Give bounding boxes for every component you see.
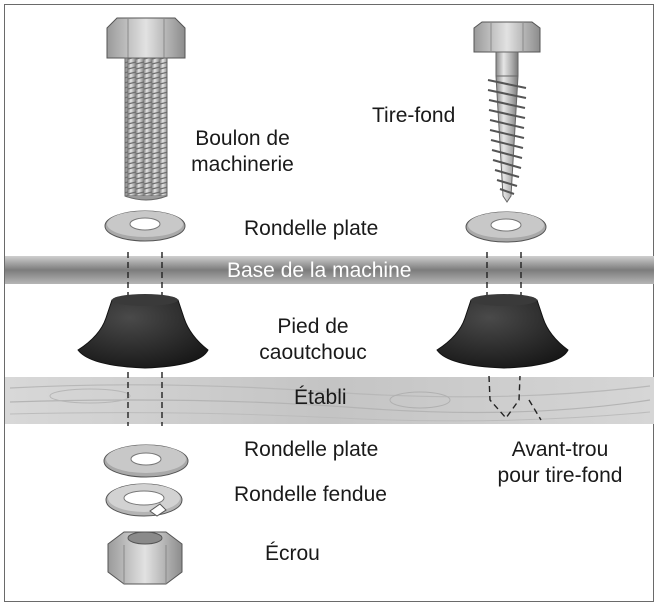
flat-washer-top-left: [104, 210, 186, 242]
label-machine-bolt: Boulon de machinerie: [191, 127, 294, 176]
label-pilot-hole: Avant-trou pour tire-fond: [497, 438, 623, 487]
label-lag-screw: Tire-fond: [372, 104, 456, 127]
lag-hole-lines-right: [486, 252, 542, 421]
workbench-band: [5, 377, 654, 424]
label-nut: Écrou: [265, 542, 320, 565]
flat-washer-top-right: [465, 211, 547, 243]
rubber-foot-left: [77, 294, 209, 369]
flat-washer-bottom: [103, 444, 189, 478]
label-flat-washer-top: Rondelle plate: [244, 217, 379, 240]
bolt-hole-lines-left: [127, 252, 163, 426]
label-flat-washer-bottom: Rondelle plate: [244, 438, 379, 461]
label-workbench: Établi: [294, 386, 347, 409]
rubber-foot-right: [436, 294, 569, 369]
machine-bolt: [106, 17, 186, 201]
lag-screw: [473, 21, 541, 203]
label-machine-base: Base de la machine: [227, 259, 412, 282]
machine-base-band: [5, 256, 654, 284]
hex-nut: [107, 531, 183, 585]
label-split-washer: Rondelle fendue: [234, 483, 387, 506]
label-rubber-foot: Pied de caoutchouc: [259, 315, 367, 364]
split-washer: [105, 483, 183, 517]
